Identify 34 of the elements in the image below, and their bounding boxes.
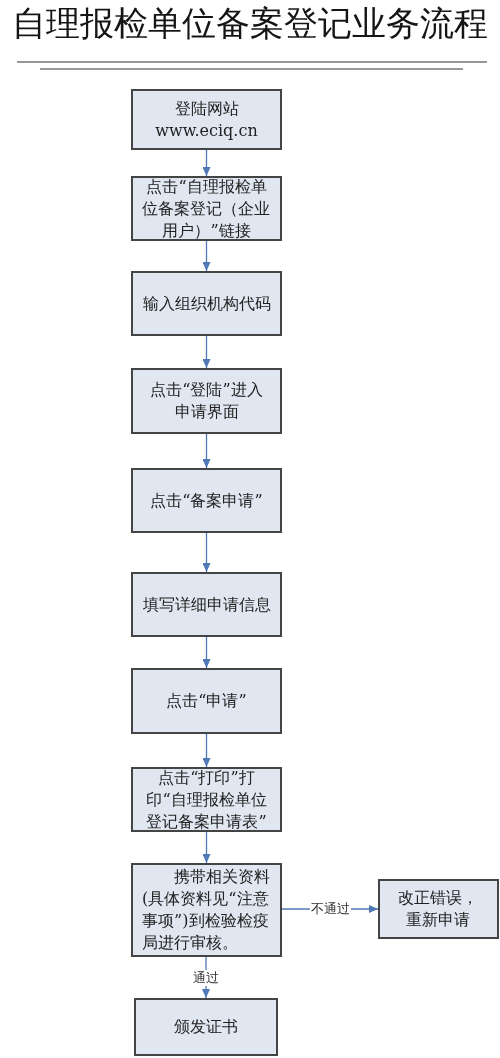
arrow: [202, 335, 211, 369]
process-box: [131, 368, 282, 434]
step-text: 颁发证书: [174, 1016, 238, 1038]
arrow: [202, 433, 211, 469]
diagram-title: 自理报检单位备案登记业务流程: [11, 2, 489, 45]
process-box: [378, 879, 499, 939]
arrow: [202, 240, 211, 272]
step-text: 点击“申请”: [166, 690, 247, 712]
step-text: 携带相关资料(具体资料见“注意事项”)到检验检疫局进行审核。: [142, 866, 271, 954]
process-box: [131, 863, 282, 957]
step-text: 填写详细申请信息: [142, 593, 271, 616]
step-text: 点击“备案申请”: [150, 489, 263, 512]
arrow: [202, 733, 211, 768]
arrow: [202, 636, 211, 669]
process-box: [131, 271, 282, 336]
arrow: [202, 149, 211, 177]
process-box: [131, 176, 282, 241]
step-text: 登陆网站: [174, 97, 239, 120]
step-text: 点击“自理报检单位备案登记（企业用户）”链接: [142, 175, 271, 242]
step-text: 点击“打印”打印“自理报检单位登记备案申请表”: [145, 766, 268, 833]
process-box: [131, 668, 282, 734]
step-text: 改正错误，重新申请: [397, 887, 480, 931]
process-box: [131, 767, 282, 832]
edge-label: 通过: [192, 969, 220, 986]
edge-label: 不通过: [309, 901, 351, 917]
arrow: [202, 532, 211, 573]
process-box: [131, 468, 282, 533]
process-box: [134, 998, 278, 1056]
arrow: [202, 831, 211, 864]
step-text: www.eciq.cn: [155, 119, 258, 142]
step-text: 输入组织机构代码: [142, 292, 271, 315]
step-text: 点击“登陆”进入申请界面: [149, 379, 264, 423]
process-box: [131, 89, 282, 150]
process-box: [131, 572, 282, 637]
